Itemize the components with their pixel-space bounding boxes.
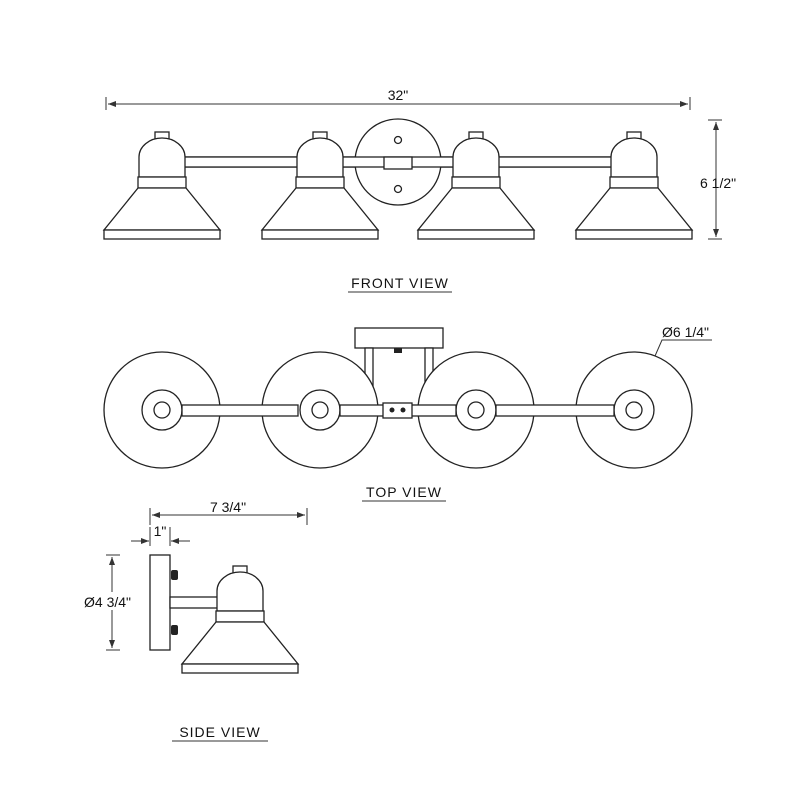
backplate-diameter-label: Ø4 3/4": [84, 594, 131, 610]
side-view: 7 3/4" 1" Ø4 3/4" SIDE VIEW: [84, 499, 308, 742]
backplate: [149, 554, 171, 651]
top-view: Ø6 1/4" TOP VIEW: [103, 324, 712, 502]
shade-diameter-label: Ø6 1/4": [662, 324, 709, 340]
extension-label: 7 3/4": [210, 499, 246, 515]
lamp-4: [575, 131, 693, 240]
side-view-title: SIDE VIEW: [179, 724, 260, 740]
width-label: 32": [388, 87, 409, 103]
height-label: 6 1/2": [700, 175, 736, 191]
lamp-side: [181, 565, 299, 674]
front-view-title: FRONT VIEW: [351, 275, 449, 291]
canopy-top: [354, 327, 444, 349]
mounting-bracket: [383, 156, 413, 170]
front-view: 32" 6 1/2" FRONT VIEW: [103, 87, 736, 293]
lamp-1: [103, 131, 221, 240]
backplate-depth-label: 1": [154, 523, 167, 539]
top-view-title: TOP VIEW: [366, 484, 442, 500]
